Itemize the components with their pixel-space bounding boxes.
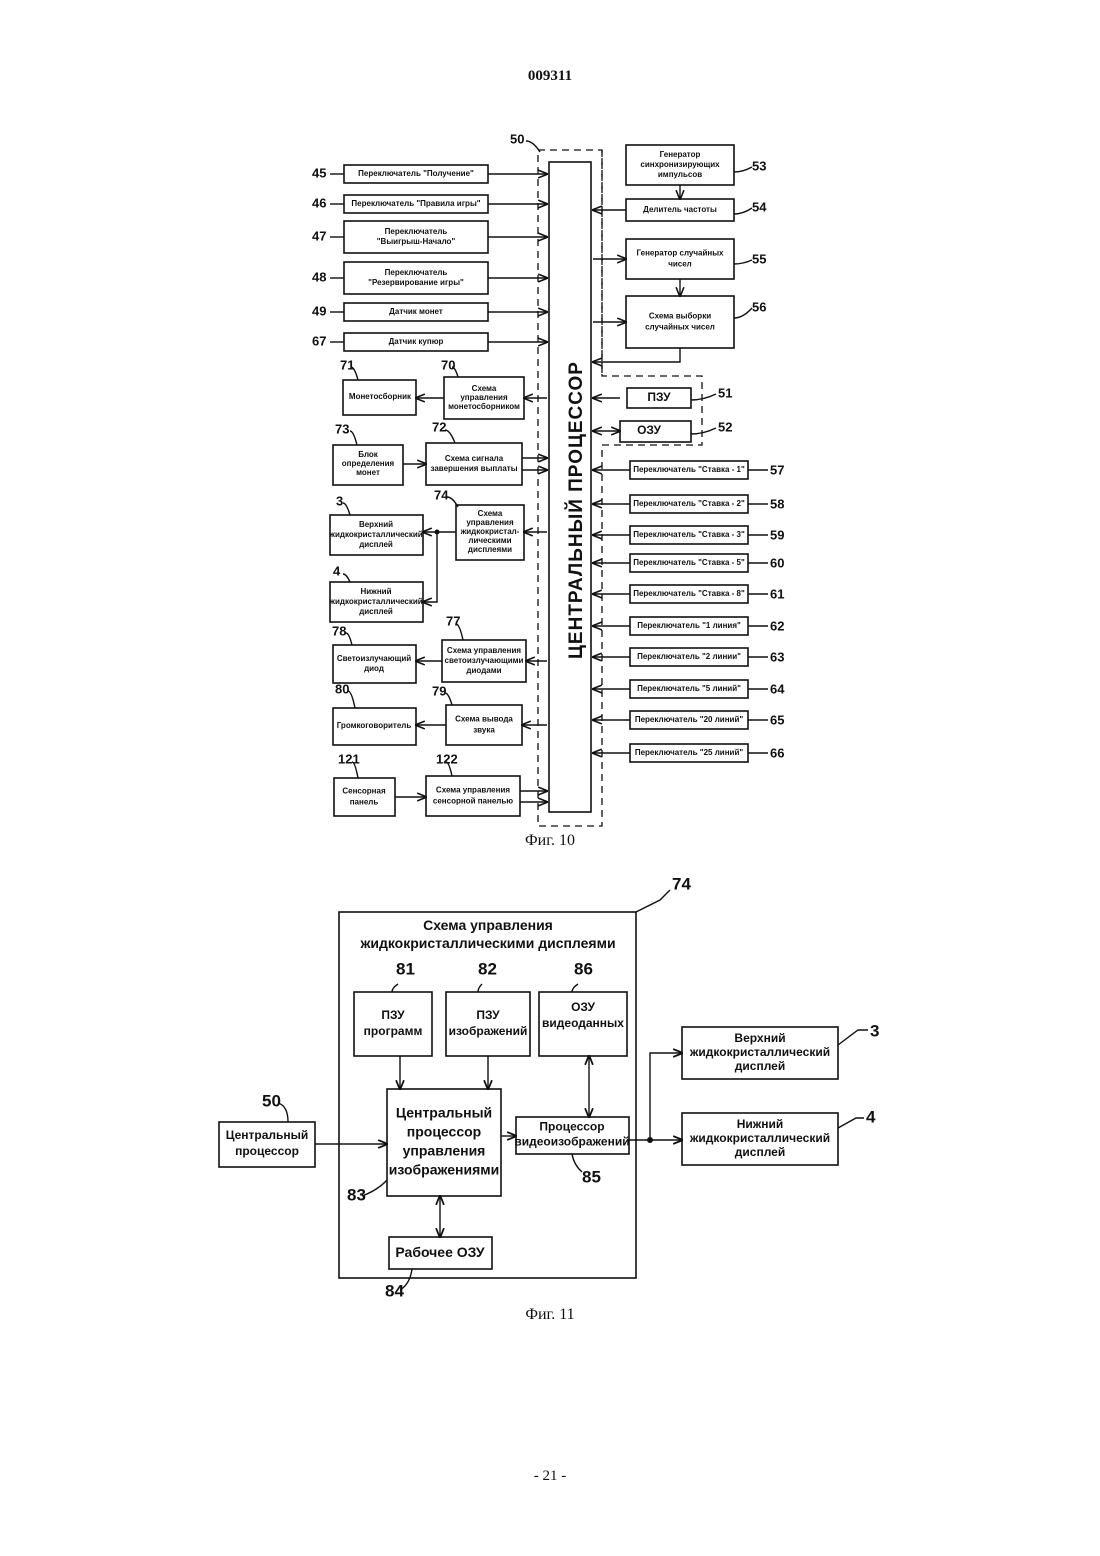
speaker-label: Громкоговоритель — [337, 721, 412, 730]
leader-line — [734, 260, 752, 264]
cpu-ref-number: 50 — [510, 131, 524, 146]
bet-switch-label: Переключатель "25 линий" — [635, 748, 744, 757]
ref-number: 84 — [385, 1281, 404, 1300]
ref-number: 54 — [752, 199, 767, 214]
ref-number: 85 — [582, 1167, 601, 1186]
freq-divider-label: Делитель частоты — [643, 205, 717, 214]
ref-number: 81 — [396, 959, 415, 978]
bet-switch-label: Переключатель "5 линий" — [637, 684, 741, 693]
leader-line — [838, 1030, 868, 1045]
connector-line — [593, 348, 680, 362]
ref-number: 3 — [870, 1021, 879, 1040]
ref-number: 79 — [432, 683, 446, 698]
ref-number: 80 — [335, 681, 349, 696]
leader-line — [734, 308, 752, 318]
bet-switch-ref: 64 — [770, 681, 785, 696]
ref-number: 74 — [434, 487, 449, 502]
bet-switch-ref: 63 — [770, 649, 784, 664]
input-switch-label: Датчик купюр — [389, 337, 444, 346]
coin-hopper-label: Монетосборник — [349, 392, 412, 401]
leader-line — [691, 394, 716, 400]
leader-line — [838, 1118, 864, 1128]
work-ram-label: Рабочее ОЗУ — [395, 1244, 485, 1260]
ref-number: 121 — [338, 751, 360, 766]
connector-line — [423, 532, 437, 602]
leader-line — [636, 890, 670, 912]
ref-number: 72 — [432, 419, 446, 434]
junction-dot — [647, 1137, 653, 1143]
leader-line — [691, 428, 716, 434]
leader-line — [734, 208, 752, 214]
ref-number: 52 — [718, 419, 732, 434]
ref-number: 71 — [340, 357, 354, 372]
ref-number: 53 — [752, 158, 766, 173]
input-switch-ref: 49 — [312, 303, 326, 318]
bet-switch-ref: 58 — [770, 496, 784, 511]
ram-label: ОЗУ — [637, 423, 661, 437]
bet-switch-ref: 60 — [770, 555, 784, 570]
bet-switch-label: Переключатель "2 линии" — [637, 652, 741, 661]
figure-10-diagram: ЦЕНТРАЛЬНЫЙ ПРОЦЕССОР 50Переключатель "По… — [0, 0, 1100, 860]
input-switch-label: Переключатель "Правила игры" — [351, 199, 480, 208]
leader-line — [734, 167, 752, 172]
lcd-controller-ref: 74 — [672, 874, 691, 893]
input-switch-ref: 46 — [312, 195, 326, 210]
leader-line — [447, 497, 458, 507]
ref-number: 51 — [718, 385, 732, 400]
ref-number: 73 — [335, 421, 349, 436]
figure-11-caption: Фиг. 11 — [0, 1306, 1100, 1324]
bet-switch-label: Переключатель "1 линия" — [637, 621, 741, 630]
cpu-label: ЦЕНТРАЛЬНЫЙ ПРОЦЕССОР — [565, 361, 587, 659]
bet-switch-ref: 65 — [770, 712, 784, 727]
input-switch-label: Переключатель "Получение" — [358, 169, 474, 178]
leader-line — [350, 431, 357, 445]
rom-label: ПЗУ — [647, 390, 671, 404]
leader-line — [445, 430, 455, 443]
input-switch-label: Датчик монет — [389, 307, 443, 316]
page-number: - 21 - — [0, 1468, 1100, 1485]
bet-switch-ref: 62 — [770, 618, 784, 633]
leader-line — [343, 574, 350, 582]
leader-line — [346, 633, 352, 645]
ref-number: 122 — [436, 751, 458, 766]
bet-switch-label: Переключатель "Ставка - 1" — [633, 465, 745, 474]
connector-line — [650, 1053, 682, 1140]
ref-number: 55 — [752, 251, 766, 266]
bet-switch-ref: 59 — [770, 527, 784, 542]
ref-number: 50 — [262, 1091, 281, 1110]
bet-switch-label: Переключатель "Ставка - 8" — [633, 589, 745, 598]
ref-number: 4 — [866, 1107, 876, 1126]
figure-11-diagram: Схема управленияжидкокристаллическими ди… — [0, 860, 1100, 1320]
ref-number: 3 — [336, 493, 343, 508]
bet-switch-ref: 61 — [770, 586, 784, 601]
input-switch-ref: 45 — [312, 165, 326, 180]
figure-10-caption: Фиг. 10 — [0, 832, 1100, 850]
bet-switch-label: Переключатель "Ставка - 3" — [633, 530, 745, 539]
input-switch-label: Переключатель"Выигрыш-Начало" — [377, 227, 456, 246]
bet-switch-ref: 66 — [770, 745, 784, 760]
bet-switch-label: Переключатель "Ставка - 5" — [633, 558, 745, 567]
bet-switch-ref: 57 — [770, 462, 784, 477]
ref-number: 82 — [478, 959, 497, 978]
junction-dot — [435, 530, 440, 535]
bet-switch-label: Переключатель "Ставка - 2" — [633, 499, 745, 508]
ref-number: 70 — [441, 357, 455, 372]
ref-number: 86 — [574, 959, 593, 978]
ref-number: 4 — [333, 563, 341, 578]
bet-switch-label: Переключатель "20 линий" — [635, 715, 744, 724]
ref-number: 78 — [332, 623, 346, 638]
input-switch-ref: 47 — [312, 228, 326, 243]
leader-line — [343, 503, 350, 515]
leader-line — [526, 141, 540, 152]
input-switch-ref: 67 — [312, 333, 326, 348]
input-switch-ref: 48 — [312, 269, 326, 284]
ref-number: 56 — [752, 299, 766, 314]
